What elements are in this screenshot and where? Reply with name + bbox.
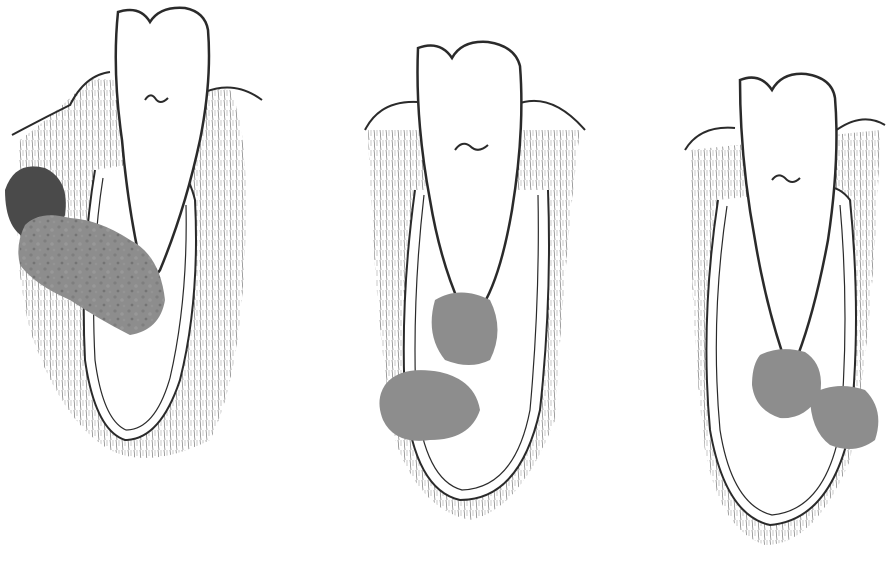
panel-right <box>685 74 885 545</box>
panel-middle <box>365 42 585 520</box>
panel-left <box>5 8 262 458</box>
